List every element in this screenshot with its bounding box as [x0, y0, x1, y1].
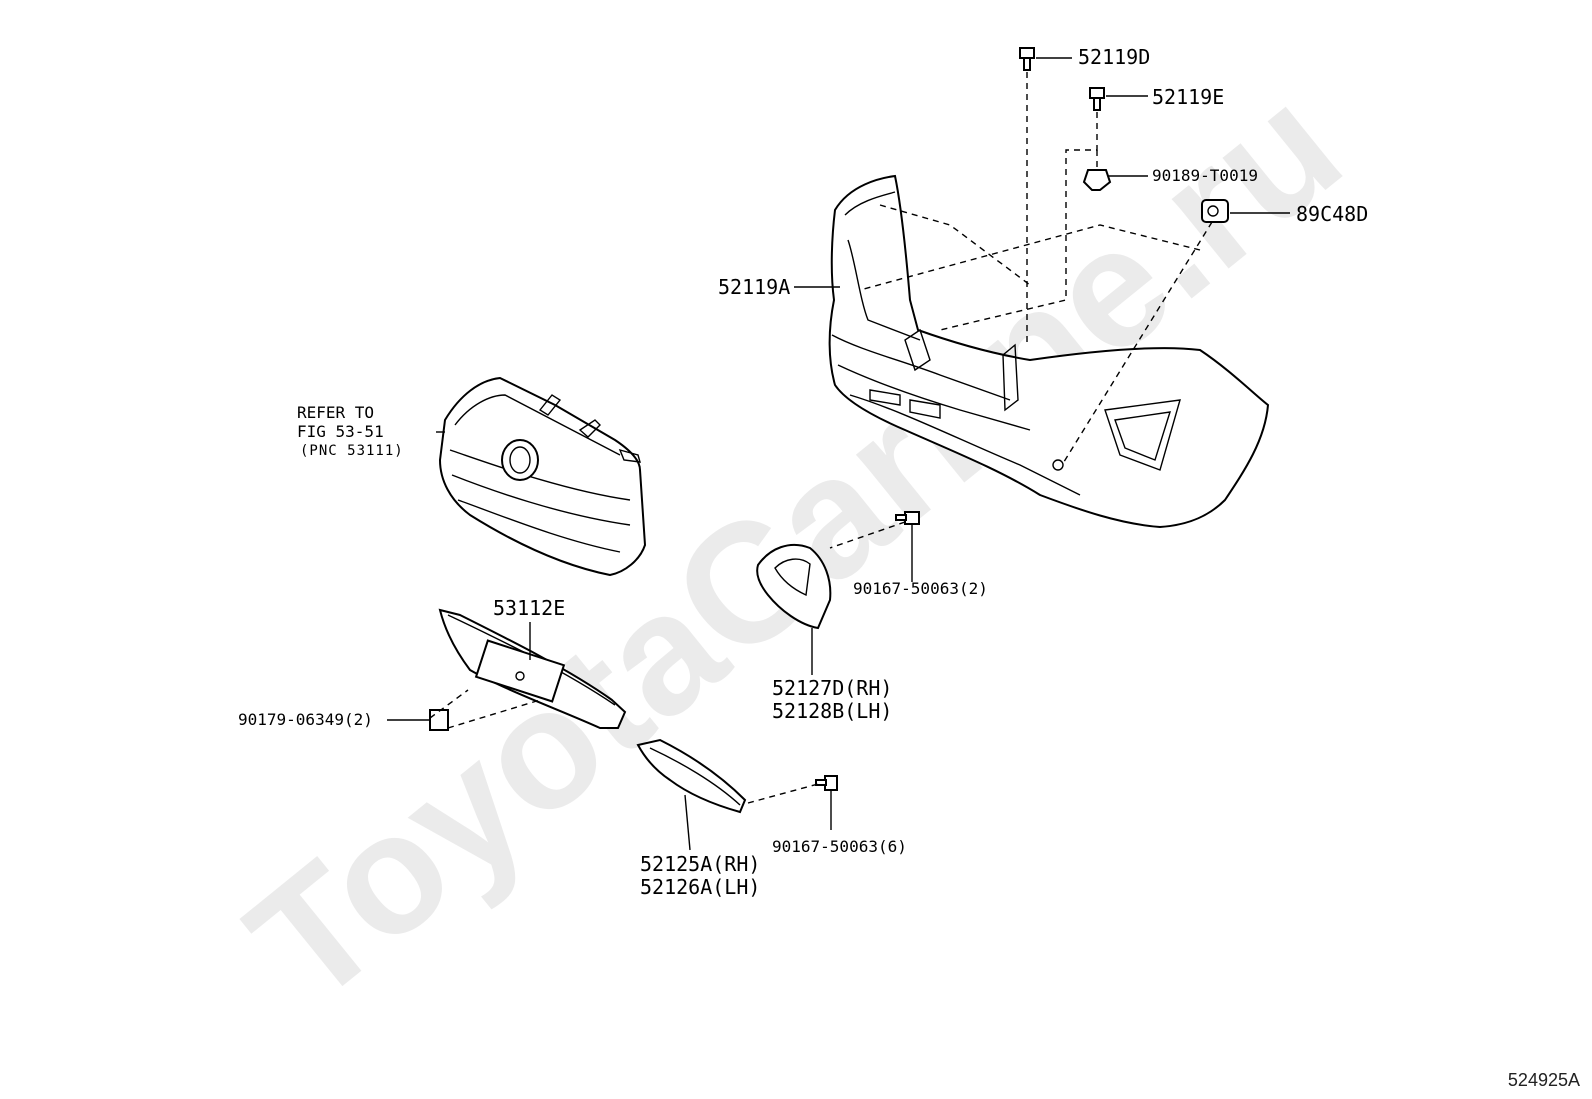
molding-icon: [438, 608, 627, 729]
molding-icon: [636, 738, 747, 814]
label-52119d: 52119D: [1078, 45, 1151, 69]
bolt-icon: [1019, 47, 1035, 71]
emblem-icon: [501, 439, 539, 481]
assembly-line: [447, 699, 541, 729]
nut-icon: [429, 709, 449, 731]
assembly-line: [747, 783, 819, 804]
cover-icon: [756, 543, 832, 630]
grille-icon: [438, 376, 647, 577]
assembly-line: [829, 521, 906, 549]
assembly-line: [429, 689, 469, 719]
label-refer-to: REFER TO: [297, 403, 375, 422]
label-90167-50063-2: 90167-50063(2): [853, 579, 988, 598]
bolt-icon: [1089, 87, 1105, 111]
label-refer-pnc: (PNC 53111): [300, 443, 404, 459]
label-90189-t0019: 90189-T0019: [1152, 166, 1258, 185]
label-52126a-lh: 52126A(LH): [640, 875, 761, 899]
label-refer-fig: FIG 53-51: [297, 422, 384, 441]
assembly-line: [1061, 221, 1213, 466]
leader-line: [684, 794, 691, 851]
label-52119e: 52119E: [1152, 85, 1225, 109]
assembly-line: [939, 112, 1098, 331]
assembly-line: [859, 224, 1201, 291]
label-89c48d: 89C48D: [1296, 202, 1369, 226]
label-52119a: 52119A: [718, 275, 791, 299]
assembly-line: [879, 204, 1031, 286]
bolt-icon: [895, 511, 920, 525]
diagram-id: 524925A: [1507, 1070, 1580, 1090]
bolt-icon: [815, 775, 838, 791]
label-53112e: 53112E: [493, 596, 566, 620]
label-52128b-lh: 52128B(LH): [772, 699, 893, 723]
label-90167-50063-6: 90167-50063(6): [772, 837, 907, 856]
label-90179-06349: 90179-06349(2): [238, 710, 373, 729]
label-52125a-rh: 52125A(RH): [640, 852, 761, 876]
sensor-icon: [1201, 199, 1229, 223]
bumper-icon: [828, 174, 1270, 529]
clip-icon: [1082, 169, 1112, 191]
label-52127d-rh: 52127D(RH): [772, 676, 893, 700]
